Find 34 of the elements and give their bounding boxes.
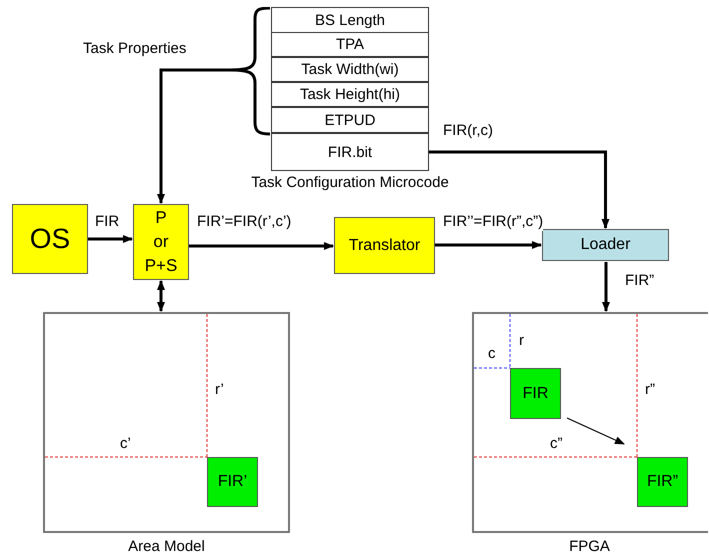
- task-block: FIR’: [207, 457, 258, 507]
- table-row: ETPUD: [271, 107, 429, 133]
- task-block: FIR: [510, 368, 561, 419]
- arrow: [429, 150, 610, 229]
- dimension-label: c’: [120, 435, 131, 453]
- edge-label: FIR’’=FIR(r”,c”): [443, 213, 544, 231]
- table-row: FIR.bit: [271, 133, 429, 171]
- arrow: [157, 68, 230, 204]
- frame-caption: Area Model: [127, 538, 206, 555]
- process-box: Translator: [334, 217, 435, 274]
- edge-label: FIR’=FIR(r’,c’): [197, 213, 292, 231]
- table-row: Task Width(wi): [271, 57, 429, 82]
- arrow: [435, 241, 542, 249]
- table-row: BS Length: [271, 7, 429, 33]
- arrow: [602, 262, 610, 312]
- edge-label: FIR(r,c): [443, 122, 493, 140]
- dimension-label: r”: [645, 381, 655, 399]
- arrow: [157, 280, 165, 312]
- dimension-label: r: [519, 332, 524, 350]
- table-caption: Task Configuration Microcode: [250, 174, 450, 191]
- process-box: Loader: [542, 229, 669, 261]
- arrow: [189, 242, 334, 250]
- arrow: [88, 235, 133, 243]
- table-row: Task Height(hi): [271, 82, 429, 107]
- dimension-label: c”: [550, 435, 562, 453]
- table-row: TPA: [271, 32, 429, 57]
- arrow: [566, 418, 625, 444]
- process-box: P or P+S: [133, 204, 189, 280]
- dimension-label: c: [488, 345, 496, 363]
- dimension-label: r’: [215, 381, 224, 399]
- task-block: FIR”: [637, 457, 688, 507]
- label-text: Task Properties: [83, 40, 186, 57]
- process-box: OS: [12, 204, 88, 274]
- frame-caption: FPGA: [568, 538, 611, 555]
